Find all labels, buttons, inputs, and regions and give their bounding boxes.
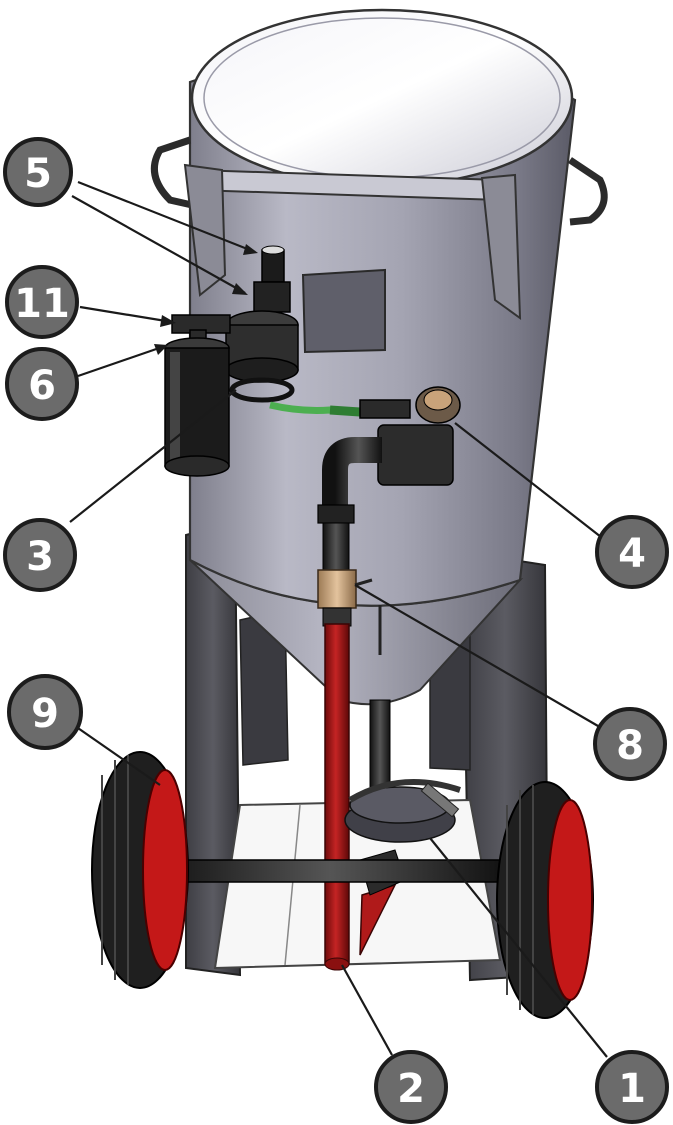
callout-6-label: 6 <box>28 363 56 409</box>
leader-tip-11 <box>160 315 176 327</box>
callout-8-label: 8 <box>616 723 644 769</box>
leader-tip-5a <box>243 244 258 255</box>
callout-5: 5 <box>3 137 73 207</box>
callout-8: 8 <box>593 707 667 781</box>
part-8-valve <box>317 569 373 627</box>
callout-9: 9 <box>7 674 83 750</box>
leader-5b <box>71 195 246 294</box>
callout-9-label: 9 <box>31 691 59 737</box>
outlet-pipe <box>317 437 382 574</box>
handle-left <box>150 136 193 209</box>
callout-5-label: 5 <box>24 151 52 197</box>
leader-lines <box>69 180 608 1058</box>
part-3-regulator <box>225 310 299 403</box>
callout-1-label: 1 <box>618 1066 646 1112</box>
leader-2 <box>341 964 393 1056</box>
tank <box>150 8 608 706</box>
leader-5a <box>77 180 256 254</box>
part-1-metering-valve <box>344 699 461 896</box>
callout-2-label: 2 <box>397 1066 425 1112</box>
tank-access-plate <box>301 268 386 354</box>
callout-6: 6 <box>5 347 79 421</box>
callout-1: 1 <box>595 1050 669 1124</box>
part-6-separator <box>164 337 230 477</box>
leader-6 <box>77 344 166 378</box>
frame-bracket-right <box>480 173 522 321</box>
frame-bracket-left <box>183 163 227 297</box>
tank-opening <box>190 8 574 188</box>
part-4-valve <box>359 386 461 486</box>
callout-11-label: 11 <box>14 281 70 327</box>
part-5-fittings <box>253 245 291 313</box>
callout-3: 3 <box>3 518 77 592</box>
callout-4: 4 <box>595 515 669 589</box>
leader-9 <box>74 725 161 786</box>
leader-4 <box>454 422 602 538</box>
leader-1 <box>429 837 608 1058</box>
callout-11: 11 <box>5 265 79 339</box>
leader-tip-6 <box>154 344 168 355</box>
callouts: 5 11 6 3 4 9 8 2 <box>3 137 669 1124</box>
leader-11 <box>79 305 173 324</box>
callout-2: 2 <box>374 1050 448 1124</box>
axle <box>154 859 506 883</box>
part-2-red-hose <box>324 623 397 971</box>
leader-tip-5b <box>232 283 248 295</box>
leader-8 <box>354 584 599 727</box>
leader-3 <box>69 389 237 523</box>
part-9-wheel-assembly <box>91 751 594 1019</box>
handle-right <box>568 157 608 226</box>
callout-4-label: 4 <box>618 531 646 577</box>
green-hose <box>269 401 361 416</box>
callout-3-label: 3 <box>26 534 54 580</box>
